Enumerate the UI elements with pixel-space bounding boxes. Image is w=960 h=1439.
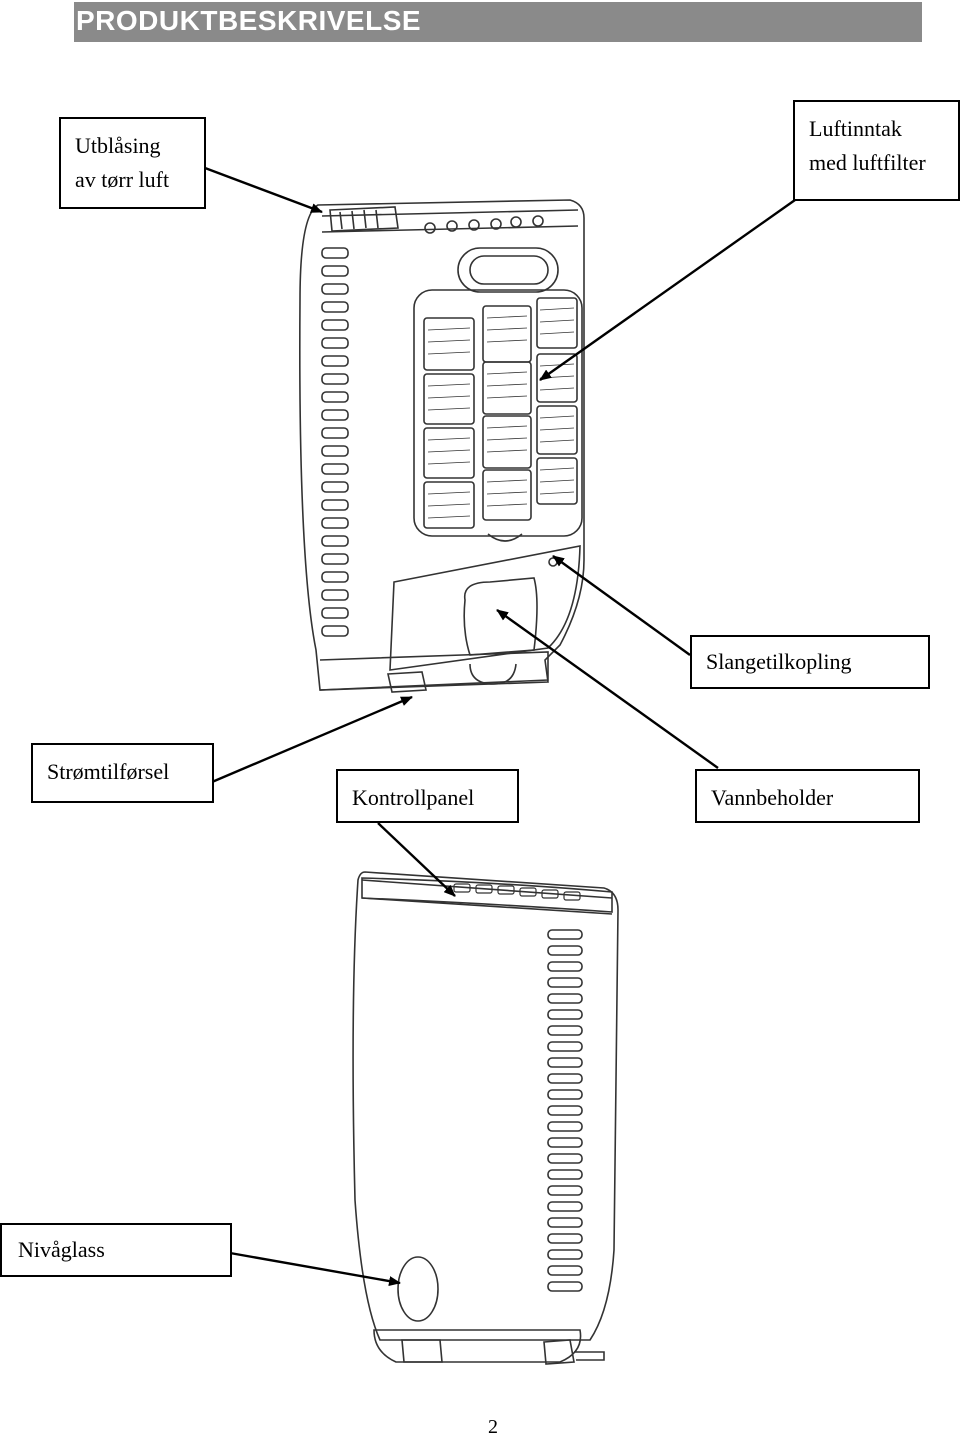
label-hose-connection: Slangetilkopling <box>690 635 930 689</box>
arrow-power <box>211 695 413 784</box>
label-intake: Luftinntak med luftfilter <box>793 100 960 201</box>
front-side-vent-slots <box>547 929 583 1292</box>
side-vent-slots <box>321 247 349 637</box>
label-exhaust-line2: av tørr luft <box>75 167 170 192</box>
label-exhaust: Utblåsing av tørr luft <box>59 117 206 209</box>
label-intake-line1: Luftinntak <box>809 116 902 141</box>
label-control-text: Kontrollpanel <box>352 785 475 810</box>
label-water-tank: Vannbeholder <box>695 769 920 823</box>
label-power-supply: Strømtilførsel <box>31 743 214 803</box>
label-power-text: Strømtilførsel <box>47 759 170 784</box>
label-exhaust-line1: Utblåsing <box>75 133 161 158</box>
water-tank <box>389 545 581 671</box>
arrow-tank <box>496 609 719 769</box>
arrow-level <box>229 1251 401 1287</box>
air-filter-grille <box>413 289 583 542</box>
label-level-text: Nivåglass <box>18 1237 105 1262</box>
arrow-hose <box>552 555 691 656</box>
section-header-bar: PRODUKTBESKRIVELSE <box>74 2 922 42</box>
label-intake-line2: med luftfilter <box>809 150 926 175</box>
arrow-control <box>377 822 456 897</box>
arrow-intake <box>539 199 796 381</box>
dehumidifier-rear-view <box>299 199 585 693</box>
dehumidifier-front-view <box>352 871 619 1365</box>
control-panel-buttons <box>453 883 581 901</box>
page-number: 2 <box>488 1416 498 1438</box>
label-tank-text: Vannbeholder <box>711 785 834 810</box>
callout-arrows <box>204 166 796 1287</box>
label-control-panel: Kontrollpanel <box>336 769 519 823</box>
label-hose-text: Slangetilkopling <box>706 649 852 674</box>
level-window <box>397 1256 439 1322</box>
section-title: PRODUKTBESKRIVELSE <box>76 5 422 36</box>
arrow-exhaust <box>204 166 323 214</box>
label-level-window: Nivåglass <box>0 1223 232 1277</box>
